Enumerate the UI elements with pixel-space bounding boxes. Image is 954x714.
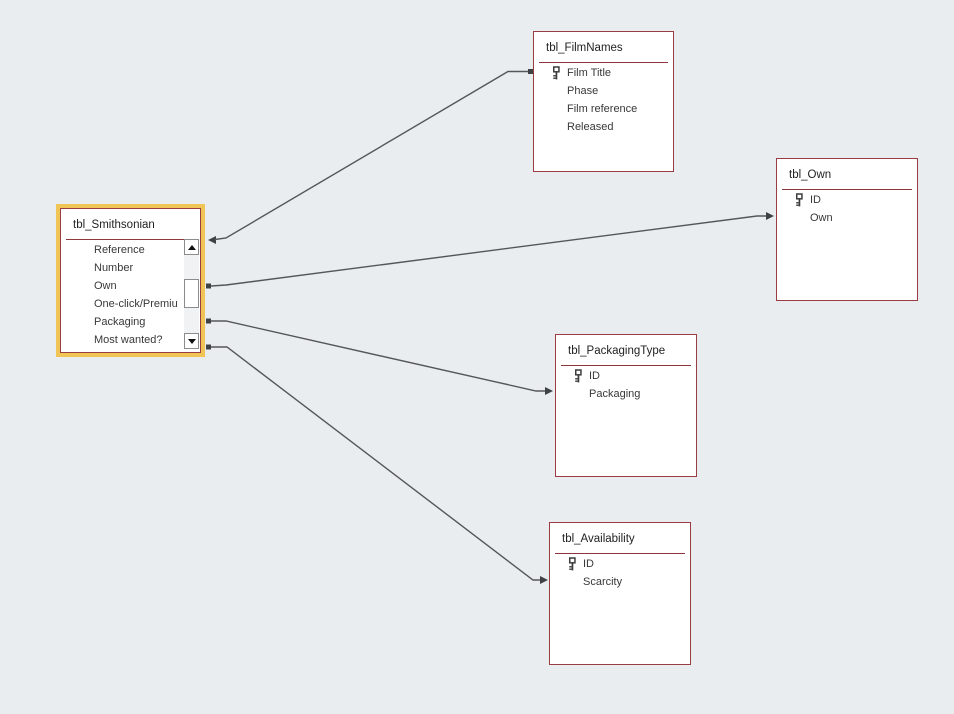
field-name: One-click/Premiu <box>94 298 178 310</box>
field-list: ID Packaging <box>556 367 696 403</box>
field-row[interactable]: Packaging <box>556 385 696 403</box>
field-name: Number <box>94 262 134 274</box>
scrollbar-track[interactable] <box>184 255 199 333</box>
scroll-down-icon[interactable] <box>184 333 199 349</box>
field-name: Scarcity <box>583 576 623 588</box>
table-scrollbar[interactable] <box>184 239 199 349</box>
table-tbl_PackagingType[interactable]: tbl_PackagingType ID Packaging <box>555 334 697 477</box>
field-list: ID Own <box>777 191 917 227</box>
relationship-line-packagingtype[interactable] <box>206 318 553 396</box>
field-row[interactable]: One-click/Premiu <box>61 295 183 313</box>
primary-key-icon <box>575 369 582 383</box>
field-row[interactable]: Phase <box>534 82 673 100</box>
field-name: Reference <box>94 244 145 256</box>
table-title[interactable]: tbl_Smithsonian <box>73 219 155 231</box>
title-separator <box>539 62 668 63</box>
title-separator <box>782 189 912 190</box>
primary-key-icon <box>796 193 803 207</box>
field-name: ID <box>810 194 821 206</box>
field-row[interactable]: Film reference <box>534 100 673 118</box>
field-name: Packaging <box>94 316 146 328</box>
field-name: ID <box>583 558 594 570</box>
primary-key-icon <box>553 66 560 80</box>
table-tbl_Own[interactable]: tbl_Own ID Own <box>776 158 918 301</box>
field-name: Phase <box>567 85 599 97</box>
field-name: Film Title <box>567 67 611 79</box>
field-name: Own <box>94 280 117 292</box>
field-row[interactable]: Number <box>61 259 183 277</box>
field-name: Most wanted? <box>94 334 163 346</box>
field-row[interactable]: Reference <box>61 241 183 259</box>
field-row[interactable]: ID <box>777 191 917 209</box>
field-row[interactable]: Most wanted? <box>61 331 183 349</box>
field-row[interactable]: Own <box>777 209 917 227</box>
field-row[interactable]: Scarcity <box>550 573 690 591</box>
table-title[interactable]: tbl_PackagingType <box>568 345 666 357</box>
relationship-line-availability[interactable] <box>206 344 548 585</box>
title-separator <box>555 553 685 554</box>
field-name: Packaging <box>589 388 641 400</box>
field-name: Film reference <box>567 103 638 115</box>
field-row[interactable]: Released <box>534 118 673 136</box>
field-list: ID Scarcity <box>550 555 690 591</box>
table-title[interactable]: tbl_FilmNames <box>546 42 623 54</box>
field-row[interactable]: Packaging <box>61 313 183 331</box>
field-name: ID <box>589 370 600 382</box>
field-name: Own <box>810 212 833 224</box>
field-name: Released <box>567 121 614 133</box>
title-separator <box>66 239 195 240</box>
relationship-line-filmnames[interactable] <box>208 69 533 244</box>
title-separator <box>561 365 691 366</box>
table-title[interactable]: tbl_Availability <box>562 533 635 545</box>
field-row[interactable]: Own <box>61 277 183 295</box>
table-tbl_Availability[interactable]: tbl_Availability ID Scarcity <box>549 522 691 665</box>
primary-key-icon <box>569 557 576 571</box>
table-title[interactable]: tbl_Own <box>789 169 832 181</box>
scrollbar-thumb[interactable] <box>184 279 199 308</box>
scroll-up-icon[interactable] <box>184 239 199 255</box>
field-row[interactable]: ID <box>550 555 690 573</box>
relationship-line-own[interactable] <box>206 212 774 289</box>
field-row[interactable]: Film Title <box>534 64 673 82</box>
field-row[interactable]: ID <box>556 367 696 385</box>
